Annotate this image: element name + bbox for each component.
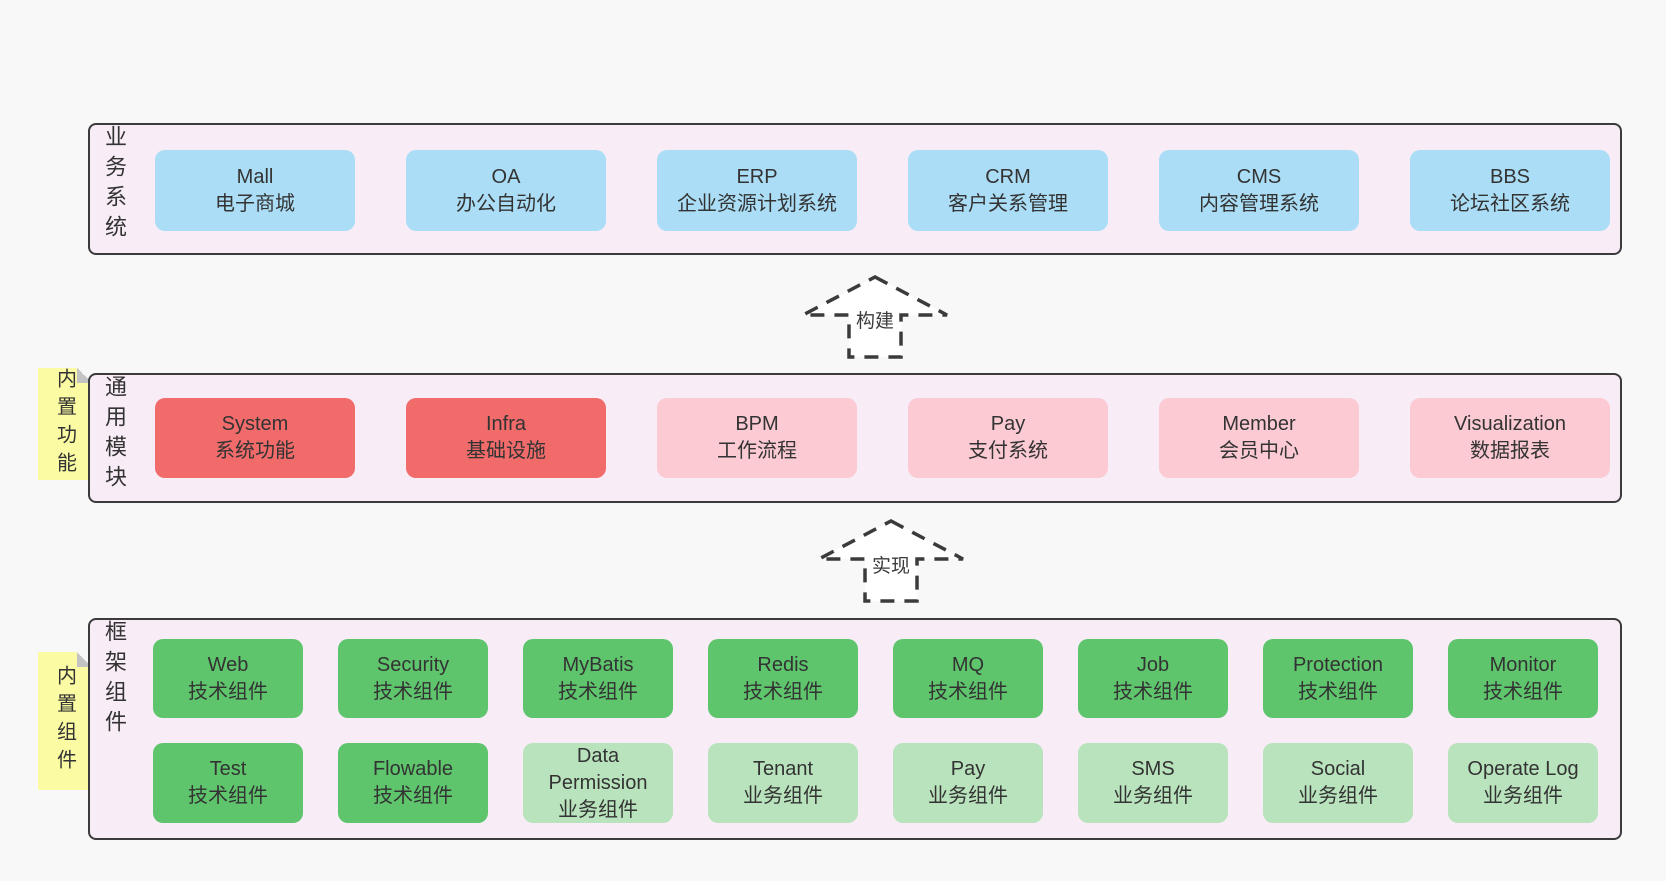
box-pay: Pay 支付系统 — [908, 398, 1108, 478]
box-subtitle: 工作流程 — [717, 440, 797, 462]
box-mall: Mall 电子商城 — [155, 150, 355, 231]
box-title: Social — [1310, 758, 1366, 780]
box-title: CRM — [985, 165, 1031, 188]
box-subtitle: 论坛社区系统 — [1450, 192, 1570, 215]
box-system: System 系统功能 — [155, 398, 355, 478]
box-social: Social 业务组件 — [1263, 743, 1413, 823]
box-subtitle: 技术组件 — [1483, 680, 1563, 703]
box-subtitle: 业务组件 — [1113, 785, 1193, 807]
box-title: System — [221, 413, 289, 435]
box-member: Member 会员中心 — [1159, 398, 1359, 478]
box-subtitle: 会员中心 — [1219, 440, 1299, 462]
box-title: Mall — [236, 165, 274, 188]
box-subtitle: 业务组件 — [558, 798, 638, 821]
box-data-permission: Data Permission 业务组件 — [523, 743, 673, 823]
build-arrow-label: 构建 — [852, 306, 898, 333]
box-title: BPM — [735, 413, 779, 435]
box-title: Operate Log — [1467, 758, 1579, 780]
box-subtitle: 系统功能 — [215, 440, 295, 462]
box-operate-log: Operate Log 业务组件 — [1448, 743, 1598, 823]
box-title: Flowable — [372, 758, 454, 780]
box-mq: MQ 技术组件 — [893, 639, 1043, 718]
box-title: Redis — [757, 653, 809, 676]
box-title: Tenant — [752, 758, 814, 780]
box-flowable: Flowable 技术组件 — [338, 743, 488, 823]
box-erp: ERP 企业资源计划系统 — [657, 150, 857, 231]
box-subtitle: 技术组件 — [1298, 680, 1378, 703]
box-subtitle: 内容管理系统 — [1199, 192, 1319, 215]
box-title: SMS — [1131, 758, 1175, 780]
box-subtitle: 技术组件 — [188, 785, 268, 807]
box-protection: Protection 技术组件 — [1263, 639, 1413, 718]
box-title: Security — [376, 653, 450, 676]
box-sms: SMS 业务组件 — [1078, 743, 1228, 823]
box-monitor: Monitor 技术组件 — [1448, 639, 1598, 718]
box-title: Test — [209, 758, 247, 780]
box-title: Visualization — [1454, 413, 1566, 435]
box-bpm: BPM 工作流程 — [657, 398, 857, 478]
box-bbs: BBS 论坛社区系统 — [1410, 150, 1610, 231]
note-built-in-components: 内置组件 — [38, 652, 92, 790]
box-subtitle: 业务组件 — [928, 785, 1008, 807]
box-oa: OA 办公自动化 — [406, 150, 606, 231]
box-title: Protection — [1292, 653, 1384, 676]
note-label: 内置组件 — [53, 665, 76, 777]
box-redis: Redis 技术组件 — [708, 639, 858, 718]
box-title: BBS — [1489, 165, 1531, 188]
box-subtitle: 技术组件 — [188, 680, 268, 703]
box-subtitle: 技术组件 — [743, 680, 823, 703]
box-title: Monitor — [1489, 653, 1557, 676]
box-subtitle: 技术组件 — [1113, 680, 1193, 703]
box-title: Data Permission — [548, 744, 648, 794]
box-subtitle: 基础设施 — [466, 440, 546, 462]
box-security: Security 技术组件 — [338, 639, 488, 718]
box-title: Member — [1222, 413, 1296, 435]
layer-label: 业务系统 — [102, 125, 127, 245]
box-title: MQ — [951, 653, 985, 676]
box-subtitle: 数据报表 — [1470, 440, 1550, 462]
box-subtitle: 支付系统 — [968, 440, 1048, 462]
box-test: Test 技术组件 — [153, 743, 303, 823]
box-subtitle: 技术组件 — [558, 680, 638, 703]
note-built-in-features: 内置功能 — [38, 368, 92, 480]
box-subtitle: 业务组件 — [743, 785, 823, 807]
layer-label: 通用模块 — [102, 375, 127, 495]
box-title: ERP — [736, 165, 778, 188]
box-title: Pay — [950, 758, 986, 780]
note-label: 内置功能 — [53, 368, 76, 480]
layer-common-modules: 通用模块 — [88, 373, 1622, 503]
box-subtitle: 业务组件 — [1298, 785, 1378, 807]
box-title: OA — [491, 165, 521, 188]
box-subtitle: 业务组件 — [1483, 785, 1563, 807]
box-subtitle: 企业资源计划系统 — [677, 192, 837, 215]
box-title: CMS — [1236, 165, 1282, 188]
box-title: Infra — [485, 413, 527, 435]
box-tenant: Tenant 业务组件 — [708, 743, 858, 823]
box-infra: Infra 基础设施 — [406, 398, 606, 478]
box-subtitle: 技术组件 — [928, 680, 1008, 703]
implement-arrow-label: 实现 — [868, 551, 914, 578]
box-web: Web 技术组件 — [153, 639, 303, 718]
box-subtitle: 技术组件 — [373, 785, 453, 807]
box-subtitle: 技术组件 — [373, 680, 453, 703]
box-crm: CRM 客户关系管理 — [908, 150, 1108, 231]
box-title: MyBatis — [562, 653, 634, 676]
box-subtitle: 电子商城 — [215, 192, 295, 215]
layer-label: 框架组件 — [102, 620, 127, 740]
box-pay-component: Pay 业务组件 — [893, 743, 1043, 823]
box-title: Web — [207, 653, 249, 676]
box-subtitle: 客户关系管理 — [948, 192, 1068, 215]
box-title: Pay — [990, 413, 1026, 435]
box-mybatis: MyBatis 技术组件 — [523, 639, 673, 718]
box-job: Job 技术组件 — [1078, 639, 1228, 718]
box-subtitle: 办公自动化 — [456, 192, 556, 215]
box-visualization: Visualization 数据报表 — [1410, 398, 1610, 478]
box-cms: CMS 内容管理系统 — [1159, 150, 1359, 231]
box-title: Job — [1136, 653, 1170, 676]
